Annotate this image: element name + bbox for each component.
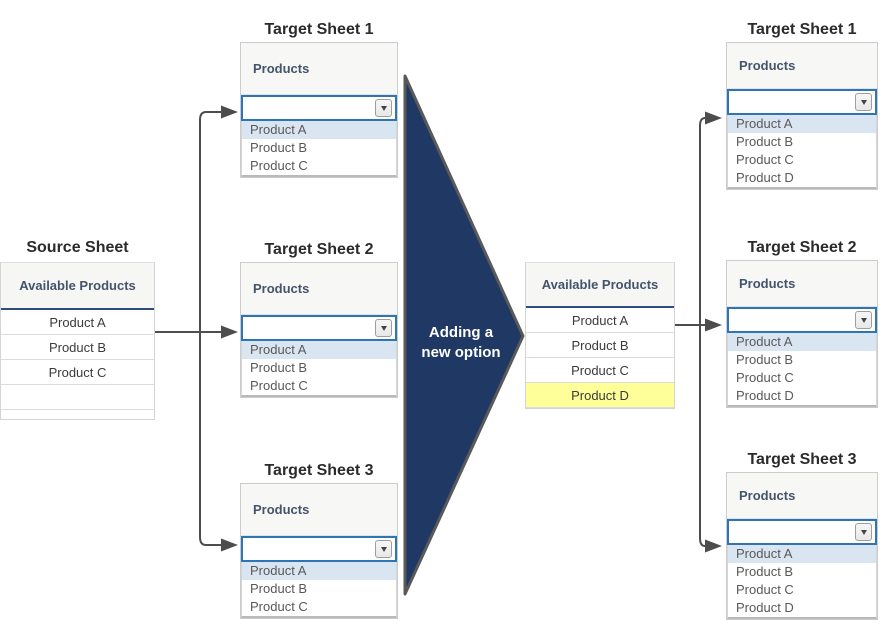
left-arrowheads [221,105,238,552]
chevron-down-icon [860,317,867,323]
products-header-label: Products [253,502,310,517]
dropdown-option[interactable]: Product A [242,121,396,139]
table-row[interactable]: Product A [1,310,154,335]
product-dropdown[interactable] [241,95,397,121]
dropdown-option[interactable]: Product C [728,369,876,387]
dropdown-option[interactable]: Product A [728,115,876,133]
dropdown-option[interactable]: Product A [728,545,876,563]
chevron-down-icon [860,529,867,535]
chevron-down-icon [380,546,387,552]
dropdown-option-list: Product A Product B Product C [241,341,397,397]
source-sheet: Source Sheet Available Products Product … [0,238,155,420]
source-sheet-title: Source Sheet [26,239,129,256]
dropdown-option-list: Product A Product B Product C Product D [727,115,877,189]
table-row[interactable]: Product B [526,333,674,358]
products-column-header: Products [727,473,877,519]
product-dropdown[interactable] [241,315,397,341]
chevron-down-icon [380,325,387,331]
dropdown-option[interactable]: Product C [728,581,876,599]
product-dropdown[interactable] [241,536,397,562]
source-sheet-column-header: Available Products [1,263,154,310]
products-column-header: Products [727,261,877,307]
dropdown-button[interactable] [375,319,392,337]
products-column-header: Products [241,263,397,315]
dropdown-option-list: Product A Product B Product C Product D [727,333,877,407]
dropdown-option[interactable]: Product B [728,133,876,151]
target-sheet-2-before: Target Sheet 2 Products Product A Produc… [240,240,398,398]
target-sheet-3-after: Target Sheet 3 Products Product A Produc… [726,450,878,620]
target-sheet-1-title: Target Sheet 1 [264,21,374,38]
target-sheet-2-title: Target Sheet 2 [264,241,374,258]
target-sheet-3-title: Target Sheet 3 [264,462,374,479]
dropdown-option[interactable]: Product B [242,359,396,377]
table-row-empty[interactable] [1,385,154,410]
dropdown-option[interactable]: Product D [728,169,876,187]
target-sheet-3-before: Target Sheet 3 Products Product A Produc… [240,461,398,619]
big-arrow-label: Adding a new option [398,323,524,363]
table-row[interactable]: Product A [526,308,674,333]
dropdown-option[interactable]: Product C [242,157,396,175]
big-arrow-label-line2: new option [421,344,501,361]
dropdown-option[interactable]: Product B [242,580,396,598]
dropdown-option[interactable]: Product A [728,333,876,351]
updated-available-products: Available Products Product A Product B P… [525,262,675,409]
dropdown-option[interactable]: Product B [728,563,876,581]
dropdown-option[interactable]: Product A [242,562,396,580]
dropdown-option[interactable]: Product D [728,599,876,617]
product-dropdown[interactable] [727,519,877,545]
target-sheet-1-before: Target Sheet 1 Products Product A Produc… [240,20,398,178]
target-sheet-1-title: Target Sheet 1 [747,21,857,38]
available-products-column-header: Available Products [526,263,674,308]
big-transition-arrow [403,74,525,596]
target-sheet-1-after: Target Sheet 1 Products Product A Produc… [726,20,878,190]
source-sheet-header-label: Available Products [19,278,136,293]
dropdown-option[interactable]: Product C [242,377,396,395]
product-dropdown[interactable] [727,89,877,115]
dropdown-option[interactable]: Product D [728,387,876,405]
right-arrowheads [705,111,722,553]
products-column-header: Products [241,484,397,536]
products-column-header: Products [241,43,397,95]
dropdown-button[interactable] [855,311,872,329]
dropdown-option[interactable]: Product C [728,151,876,169]
source-sheet-table: Available Products Product A Product B P… [0,262,155,420]
products-header-label: Products [253,61,310,76]
table-row[interactable]: Product C [526,358,674,383]
dropdown-button[interactable] [855,523,872,541]
product-dropdown[interactable] [727,307,877,333]
table-row-empty[interactable] [1,410,154,419]
right-connectors [675,117,706,547]
updated-products-table: Available Products Product A Product B P… [525,262,675,409]
dropdown-option[interactable]: Product C [242,598,396,616]
table-row-highlighted[interactable]: Product D [526,383,674,408]
chevron-down-icon [860,99,867,105]
table-row[interactable]: Product C [1,360,154,385]
dropdown-button[interactable] [375,540,392,558]
dropdown-option-list: Product A Product B Product C [241,562,397,618]
dropdown-option-list: Product A Product B Product C Product D [727,545,877,619]
products-header-label: Products [739,488,796,503]
dropdown-button[interactable] [855,93,872,111]
dropdown-option[interactable]: Product A [242,341,396,359]
products-header-label: Products [739,58,796,73]
dropdown-option[interactable]: Product B [242,139,396,157]
target-sheet-3-title: Target Sheet 3 [747,451,857,468]
target-sheet-2-after: Target Sheet 2 Products Product A Produc… [726,238,878,408]
left-connectors [155,111,221,546]
big-arrow-label-line1: Adding a [428,324,494,341]
products-header-label: Products [739,276,796,291]
table-row[interactable]: Product B [1,335,154,360]
products-column-header: Products [727,43,877,89]
target-sheet-2-title: Target Sheet 2 [747,239,857,256]
dropdown-button[interactable] [375,99,392,117]
products-header-label: Products [253,281,310,296]
dropdown-option[interactable]: Product B [728,351,876,369]
chevron-down-icon [380,105,387,111]
available-products-header-label: Available Products [541,277,659,292]
dropdown-option-list: Product A Product B Product C [241,121,397,177]
